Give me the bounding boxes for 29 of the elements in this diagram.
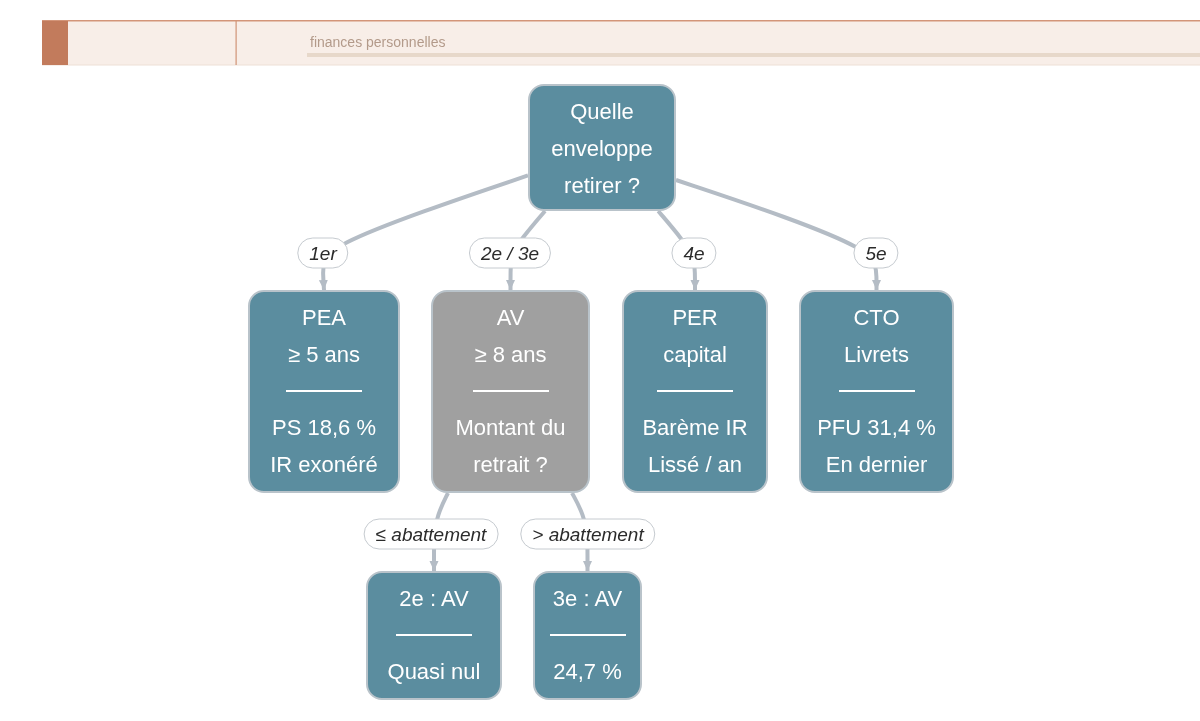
decision-box <box>431 290 590 493</box>
node-text: PS 18,6 % IR exonéré <box>270 414 378 479</box>
edge-label: > abattement <box>520 518 656 550</box>
edge-label: ≤ abattement <box>363 518 499 550</box>
edge-label: 2e / 3e <box>468 237 552 269</box>
node-text: Montant du retrait ? <box>455 414 566 479</box>
node-heading: Quelle enveloppe retirer ? <box>551 98 653 200</box>
process-box <box>799 290 954 493</box>
node-text: Barème IR Lissé / an <box>642 414 748 479</box>
node-heading: CTO Livrets <box>844 304 909 369</box>
node-heading: 3e : AV <box>552 585 623 613</box>
node-text: 24,7 % <box>553 658 622 686</box>
process-box <box>533 571 642 700</box>
node-heading: PEA ≥ 5 ans <box>288 304 360 369</box>
node-text: Quasi nul <box>387 658 481 686</box>
node-text: PFU 31,4 % En dernier <box>817 414 936 479</box>
tagline: finances personnelles <box>310 33 446 51</box>
process-box <box>248 290 400 493</box>
process-box <box>366 571 502 700</box>
node-heading: PER capital <box>663 304 727 369</box>
connector-arrow <box>318 173 529 291</box>
node-heading: AV ≥ 8 ans <box>474 304 547 369</box>
question-box <box>528 84 676 211</box>
node-heading: 2e : AV <box>399 585 469 613</box>
edge-label: 1er <box>297 237 349 269</box>
edge-label: 4e <box>671 237 717 269</box>
process-box <box>622 290 768 493</box>
connector-arrow <box>675 178 881 290</box>
edge-label: 5e <box>853 237 899 269</box>
